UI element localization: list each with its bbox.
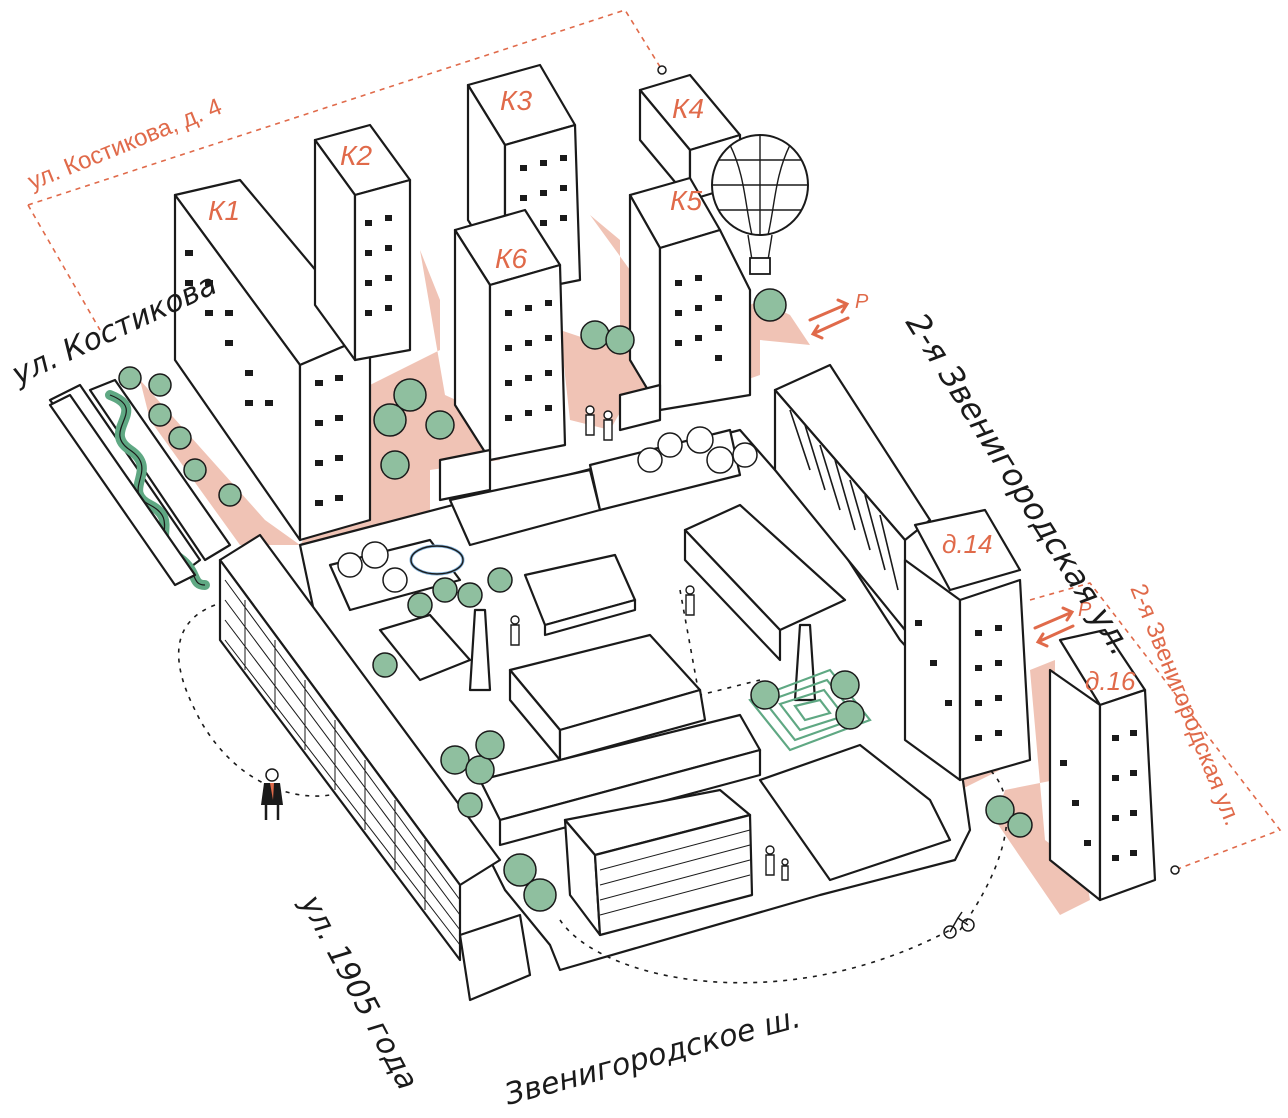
tree-icon xyxy=(732,442,758,468)
tree-icon xyxy=(1007,812,1033,838)
street-1905-goda: ул. 1905 года xyxy=(292,888,424,1095)
tree-icon xyxy=(706,446,734,474)
label-k5: К5 xyxy=(670,185,703,216)
parking-arrows-icon xyxy=(808,298,1075,648)
label-d14: д.14 xyxy=(942,529,993,559)
tree-icon xyxy=(183,458,207,482)
tree-icon xyxy=(407,592,433,618)
trees xyxy=(118,288,1033,912)
label-k2: К2 xyxy=(340,140,373,171)
building-long-left xyxy=(218,533,532,1002)
tree-icon xyxy=(337,552,363,578)
site-boundary-dashed xyxy=(27,9,1282,871)
pedestrian-icon xyxy=(261,768,283,820)
building-k1: К1 xyxy=(173,178,372,542)
tree-icon xyxy=(440,745,470,775)
site-address-top: ул. Костикова, д. 4 xyxy=(24,93,226,195)
tree-icon xyxy=(750,680,780,710)
hot-air-balloon-icon xyxy=(711,134,809,275)
tree-icon xyxy=(830,670,860,700)
tree-icon xyxy=(985,795,1015,825)
tree-icon xyxy=(686,426,714,454)
trees-outline xyxy=(337,426,758,593)
tree-icon xyxy=(457,792,483,818)
building-d14: д.14 xyxy=(903,508,1032,782)
bicycle-icon xyxy=(943,911,975,939)
tree-icon xyxy=(432,577,458,603)
tree-icon xyxy=(657,432,683,458)
label-k4: К4 xyxy=(672,93,704,124)
tree-icon xyxy=(465,755,495,785)
tree-icon xyxy=(425,410,455,440)
tree-icon xyxy=(605,325,635,355)
tree-icon xyxy=(523,878,557,912)
tree-icon xyxy=(835,700,865,730)
tree-icon xyxy=(503,853,537,887)
tree-icon xyxy=(148,403,172,427)
tree-icon xyxy=(487,567,513,593)
label-k1: К1 xyxy=(208,195,240,226)
building-k5: К5 xyxy=(628,176,752,412)
tree-icon xyxy=(382,567,408,593)
tree-icon xyxy=(637,447,663,473)
central-buildings xyxy=(328,383,952,937)
street-zvenigorodskoe-shosse: Звенигородское ш. xyxy=(501,1000,804,1113)
linear-park xyxy=(48,378,232,590)
label-d16: д.16 xyxy=(1085,666,1136,696)
tree-icon xyxy=(457,582,483,608)
pedestrians-small xyxy=(510,405,789,881)
tree-icon xyxy=(393,378,427,412)
tree-icon xyxy=(373,403,407,437)
parking-label: P xyxy=(1078,599,1092,621)
tree-icon xyxy=(218,483,242,507)
tree-icon xyxy=(380,450,410,480)
fountain xyxy=(409,544,465,576)
tree-icon xyxy=(372,652,398,678)
label-k3: К3 xyxy=(500,85,533,116)
building-k6: К6 xyxy=(453,208,567,462)
tree-icon xyxy=(753,288,787,322)
building-k2: К2 xyxy=(313,123,412,362)
tree-icon xyxy=(475,730,505,760)
tree-icon xyxy=(168,426,192,450)
label-k6: К6 xyxy=(495,243,528,274)
tree-icon xyxy=(361,541,389,569)
parking-label: P xyxy=(855,291,869,313)
tree-icon xyxy=(148,373,172,397)
tree-icon xyxy=(580,320,610,350)
building-d16: д.16 xyxy=(1048,628,1157,902)
tree-icon xyxy=(118,366,142,390)
